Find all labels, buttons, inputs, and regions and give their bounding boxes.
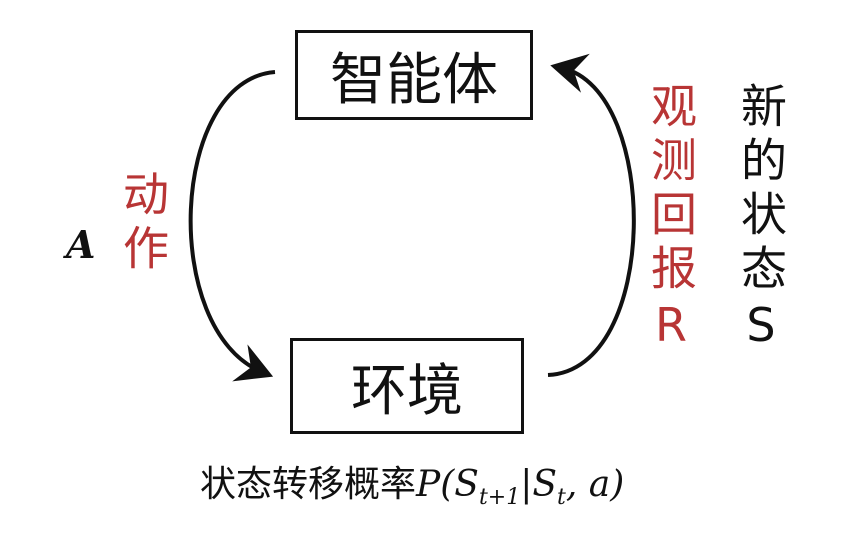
environment-label: 环境 <box>351 358 463 424</box>
action-symbol: A <box>66 222 96 267</box>
feedback-arrow <box>547 53 636 377</box>
action-arrow <box>188 70 276 382</box>
environment-box: 环境 <box>290 338 524 434</box>
agent-box: 智能体 <box>295 30 533 120</box>
new-state-label: 新的状态S <box>734 82 788 360</box>
action-label: 动作 <box>116 170 170 278</box>
agent-label: 智能体 <box>330 47 498 113</box>
observation-reward-label: 观测回报R <box>644 82 698 360</box>
transition-formula: P(St+1|St, a) <box>416 464 625 511</box>
transition-text: 状态转移概率 <box>200 464 417 505</box>
transition-probability: 状态转移概率P(St+1|St, a) <box>200 455 624 510</box>
